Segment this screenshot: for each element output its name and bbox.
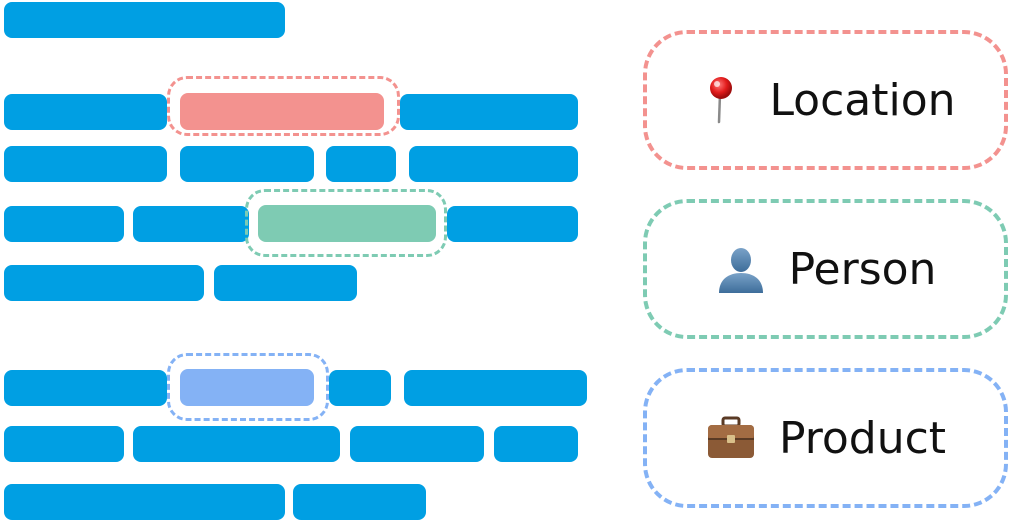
person-silhouette-icon — [715, 243, 767, 295]
legend-label-person: Person — [788, 243, 937, 295]
legend-card-person: Person — [643, 199, 1008, 339]
text-span — [4, 426, 124, 462]
text-span — [404, 370, 587, 406]
text-span — [133, 426, 340, 462]
text-span — [326, 146, 396, 182]
person-entity-outline — [245, 189, 447, 257]
text-span — [329, 370, 391, 406]
text-span — [4, 94, 167, 130]
legend-card-location: Location — [643, 30, 1008, 170]
person-entity-span — [258, 205, 436, 242]
text-span — [214, 265, 357, 301]
location-entity-span — [180, 93, 384, 130]
legend-label-location: Location — [769, 74, 956, 126]
text-span — [133, 206, 249, 242]
text-span — [4, 265, 204, 301]
text-span — [4, 370, 167, 406]
product-entity-outline — [167, 353, 329, 421]
text-span — [4, 484, 285, 520]
product-entity-span — [180, 369, 314, 406]
text-span — [293, 484, 426, 520]
briefcase-icon — [705, 412, 757, 464]
legend-label-product: Product — [778, 412, 947, 464]
text-span — [447, 206, 578, 242]
text-span — [350, 426, 484, 462]
location-entity-outline — [167, 76, 400, 136]
text-span — [180, 146, 314, 182]
text-span — [4, 146, 167, 182]
pushpin-icon — [695, 74, 747, 126]
text-span — [494, 426, 578, 462]
text-span-title — [4, 2, 285, 38]
legend-card-product: Product — [643, 368, 1008, 508]
text-span — [409, 146, 578, 182]
text-span — [4, 206, 124, 242]
text-span — [400, 94, 578, 130]
